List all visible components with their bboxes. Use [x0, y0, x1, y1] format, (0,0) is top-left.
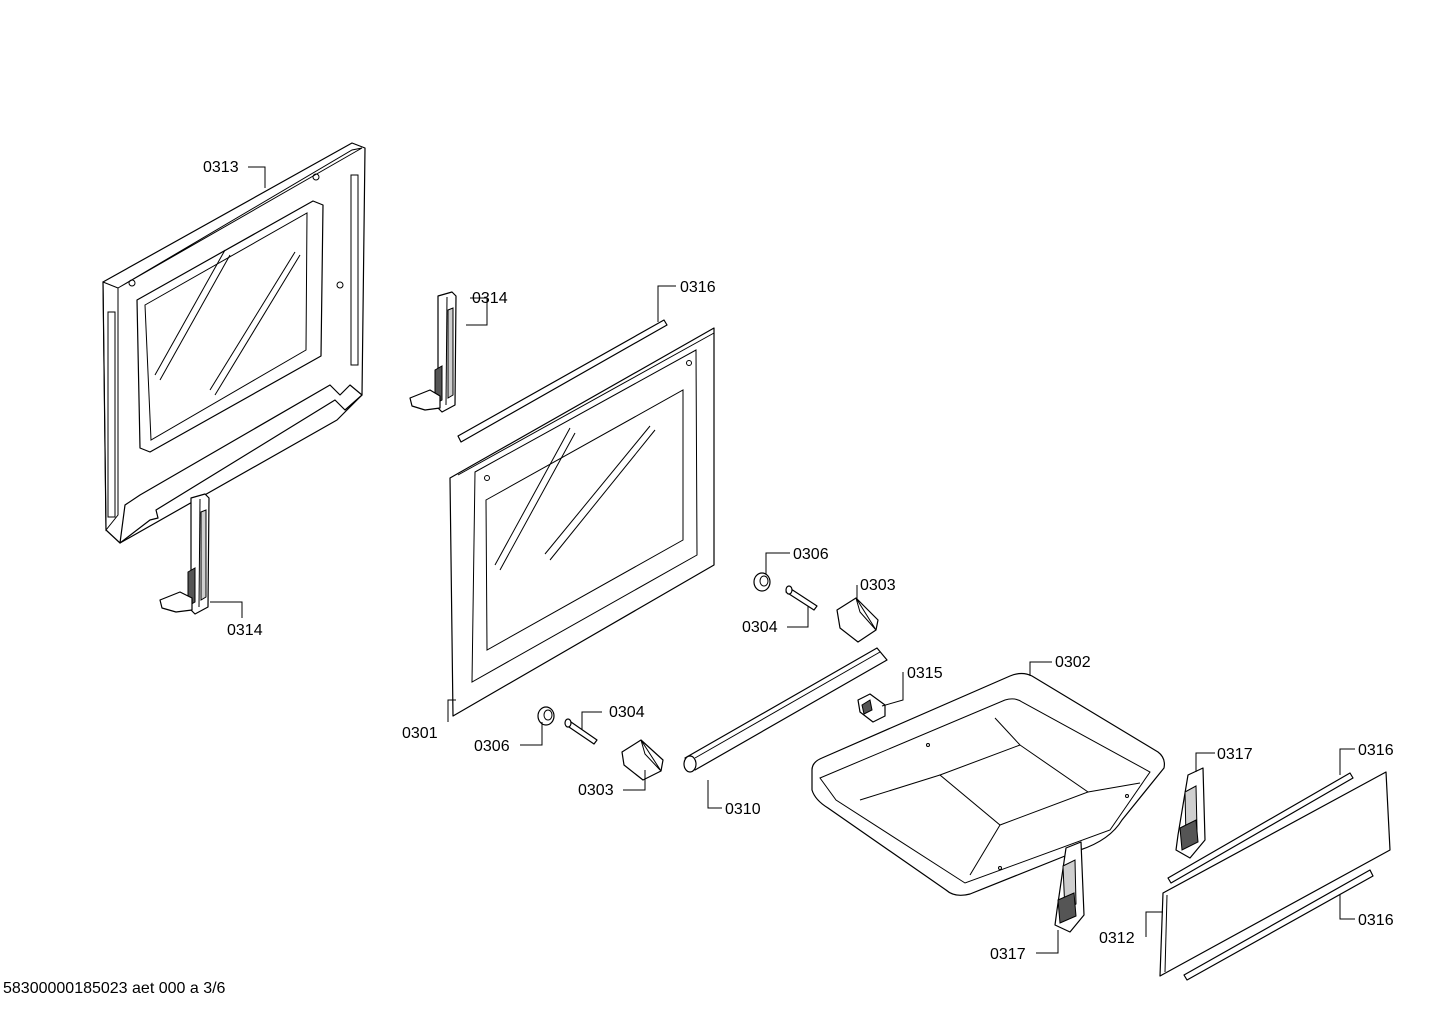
label-0303-upper: 0303 [860, 577, 896, 594]
label-0314-upper: 0314 [472, 290, 508, 307]
part-bush-lower [537, 706, 555, 726]
label-0301: 0301 [402, 725, 438, 742]
part-hinge-lower [159, 493, 210, 615]
label-0314-lower: 0314 [227, 622, 263, 639]
label-0317-lower: 0317 [990, 946, 1026, 963]
label-0316-upper: 0316 [680, 279, 716, 296]
leader-lines [210, 166, 1355, 954]
label-0306-lower: 0306 [474, 738, 510, 755]
label-0303-lower: 0303 [578, 782, 614, 799]
label-0310: 0310 [725, 801, 761, 818]
part-outer-glass-door [449, 327, 715, 717]
label-0302: 0302 [1055, 654, 1091, 671]
part-seal-strip-right-lower [1183, 869, 1374, 981]
label-0316-right-lower: 0316 [1358, 912, 1394, 929]
part-screw-upper [785, 585, 818, 611]
label-0304-upper: 0304 [742, 619, 778, 636]
part-handle-cap-upper [836, 597, 879, 643]
label-0304-lower: 0304 [609, 704, 645, 721]
part-bush-upper [753, 572, 771, 592]
part-seal-strip-right-upper [1167, 772, 1354, 884]
part-baking-tray [811, 672, 1165, 896]
part-bracket [857, 693, 886, 723]
part-runner-upper [1175, 767, 1206, 859]
part-handle-bar [683, 647, 888, 773]
label-0317-upper: 0317 [1217, 746, 1253, 763]
label-0313: 0313 [203, 159, 239, 176]
part-handle-cap-lower [621, 739, 664, 781]
label-0315: 0315 [907, 665, 943, 682]
part-inner-door-frame [102, 142, 366, 544]
part-hinge-upper [409, 291, 457, 413]
label-0306-upper: 0306 [793, 546, 829, 563]
label-0312: 0312 [1099, 930, 1135, 947]
part-seal-strip-upper [457, 319, 668, 443]
part-glass-panel [1159, 771, 1391, 977]
part-runner-lower [1054, 841, 1085, 933]
part-screw-lower [564, 718, 598, 745]
drawing-reference-footer: 58300000185023 aet 000 a 3/6 [3, 980, 226, 997]
label-0316-right-upper: 0316 [1358, 742, 1394, 759]
